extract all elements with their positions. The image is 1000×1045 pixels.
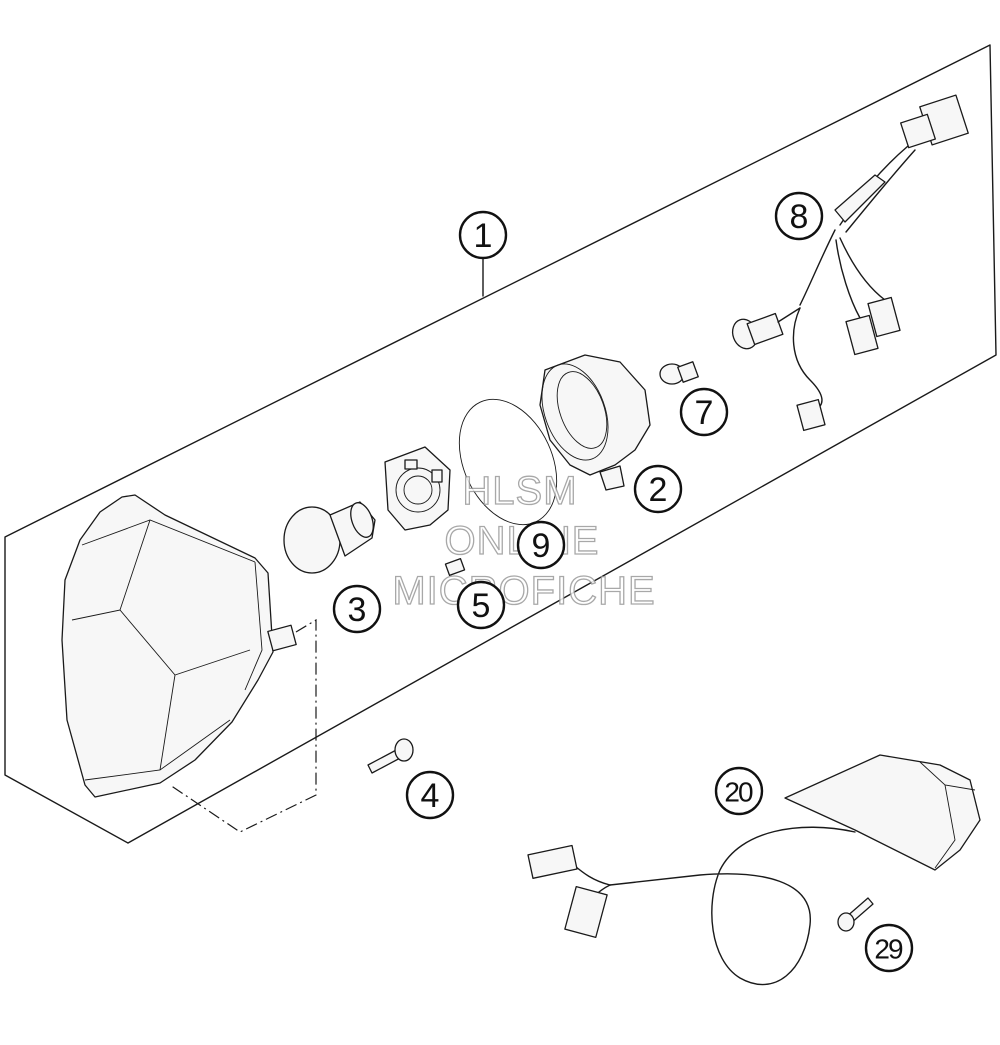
- callout-label-4: 4: [421, 777, 440, 815]
- callout-label-8: 8: [790, 198, 809, 236]
- wiring-harness: [731, 94, 969, 432]
- watermark-line-1: HLSM: [462, 469, 577, 513]
- bulb-h4: [283, 501, 376, 574]
- dash-line-assembly: [169, 618, 317, 833]
- callout-5[interactable]: 5: [456, 580, 506, 630]
- small-screw: [837, 897, 874, 932]
- callout-8[interactable]: 8: [774, 191, 824, 241]
- bulb-socket: [384, 446, 451, 531]
- tail-light-assembly: [527, 754, 981, 986]
- headlight-mask: [61, 494, 297, 798]
- callout-7[interactable]: 7: [679, 387, 729, 437]
- callout-4[interactable]: 4: [405, 770, 455, 820]
- screw: [367, 738, 414, 774]
- watermark-line-3: MICROFICHE: [392, 569, 655, 613]
- callout-label-3: 3: [348, 591, 367, 629]
- callout-label-5: 5: [472, 587, 491, 625]
- callout-label-1: 1: [474, 217, 493, 255]
- callout-20[interactable]: 20: [714, 766, 764, 816]
- callout-label-7: 7: [695, 394, 714, 432]
- parking-bulb: [659, 361, 699, 385]
- callout-2[interactable]: 2: [633, 464, 683, 514]
- callout-label-9: 9: [532, 527, 551, 565]
- assembly-outline: [4, 44, 997, 844]
- callout-3[interactable]: 3: [332, 584, 382, 634]
- callout-label-29: 29: [874, 934, 903, 965]
- clip-part: [444, 557, 466, 577]
- callout-label-2: 2: [649, 471, 668, 509]
- callout-1[interactable]: 1: [458, 210, 508, 260]
- callout-29[interactable]: 29: [864, 923, 914, 973]
- callout-label-20: 20: [724, 777, 753, 808]
- callout-9[interactable]: 9: [516, 520, 566, 570]
- rubber-cover: [539, 354, 651, 491]
